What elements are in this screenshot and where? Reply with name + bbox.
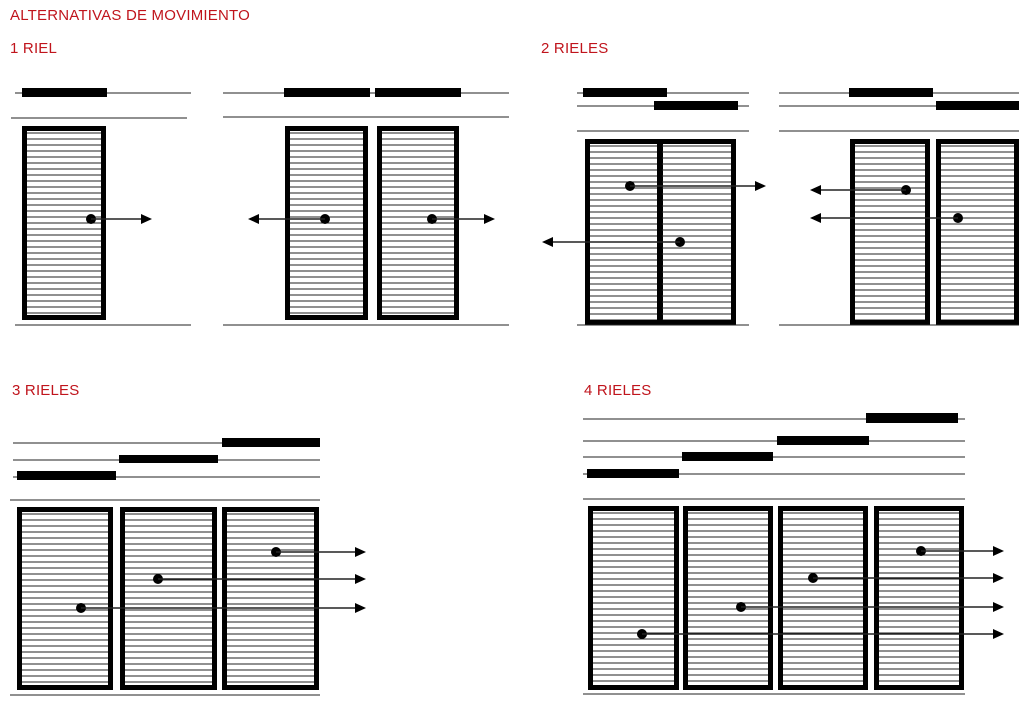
door-panel-frame bbox=[683, 506, 773, 690]
arrow-head-icon bbox=[993, 629, 1004, 639]
arrow-head-icon bbox=[355, 547, 366, 557]
rail-panel-bar bbox=[222, 438, 320, 447]
rail-panel-bar bbox=[587, 469, 679, 478]
door-panel-frame bbox=[120, 507, 217, 690]
rail-panel-bar bbox=[866, 413, 958, 423]
page-title: ALTERNATIVAS DE MOVIMIENTO bbox=[10, 7, 250, 24]
arrow-head-icon bbox=[755, 181, 766, 191]
rail-panel-bar bbox=[22, 88, 107, 97]
arrow-head-icon bbox=[993, 546, 1004, 556]
rail-panel-bar bbox=[777, 436, 869, 445]
section-label-1-riel: 1 RIEL bbox=[10, 40, 58, 57]
rail-panel-bar bbox=[654, 101, 738, 110]
arrow-head-icon bbox=[810, 185, 821, 195]
rail-panel-bar bbox=[375, 88, 461, 97]
arrow-head-icon bbox=[141, 214, 152, 224]
arrow-head-icon bbox=[542, 237, 553, 247]
arrow-head-icon bbox=[810, 213, 821, 223]
arrow-head-icon bbox=[993, 573, 1004, 583]
door-panel-frame bbox=[222, 507, 319, 690]
arrow-head-icon bbox=[248, 214, 259, 224]
arrow-head-icon bbox=[993, 602, 1004, 612]
section-label-4-rieles: 4 RIELES bbox=[584, 382, 652, 399]
door-panel-frame bbox=[588, 506, 679, 690]
door-panel-frame bbox=[17, 507, 113, 690]
door-panel-frame bbox=[850, 139, 930, 325]
rail-panel-bar bbox=[936, 101, 1019, 110]
door-panel-frame bbox=[874, 506, 964, 690]
door-panel-frame bbox=[936, 139, 1019, 325]
door-panel-frame bbox=[657, 139, 736, 325]
door-panel-frame bbox=[377, 126, 459, 320]
rail-panel-bar bbox=[17, 471, 116, 480]
rail-panel-bar bbox=[583, 88, 667, 97]
arrow-head-icon bbox=[355, 603, 366, 613]
door-panel-frame bbox=[778, 506, 868, 690]
door-panel-frame bbox=[22, 126, 106, 320]
door-panel-frame bbox=[285, 126, 368, 320]
section-label-2-rieles: 2 RIELES bbox=[541, 40, 609, 57]
rail-panel-bar bbox=[284, 88, 370, 97]
rail-panel-bar bbox=[119, 455, 218, 463]
rail-panel-bar bbox=[682, 452, 773, 461]
arrow-head-icon bbox=[355, 574, 366, 584]
door-panel-frame bbox=[585, 139, 663, 325]
rail-panel-bar bbox=[849, 88, 933, 97]
section-label-3-rieles: 3 RIELES bbox=[12, 382, 80, 399]
arrow-head-icon bbox=[484, 214, 495, 224]
